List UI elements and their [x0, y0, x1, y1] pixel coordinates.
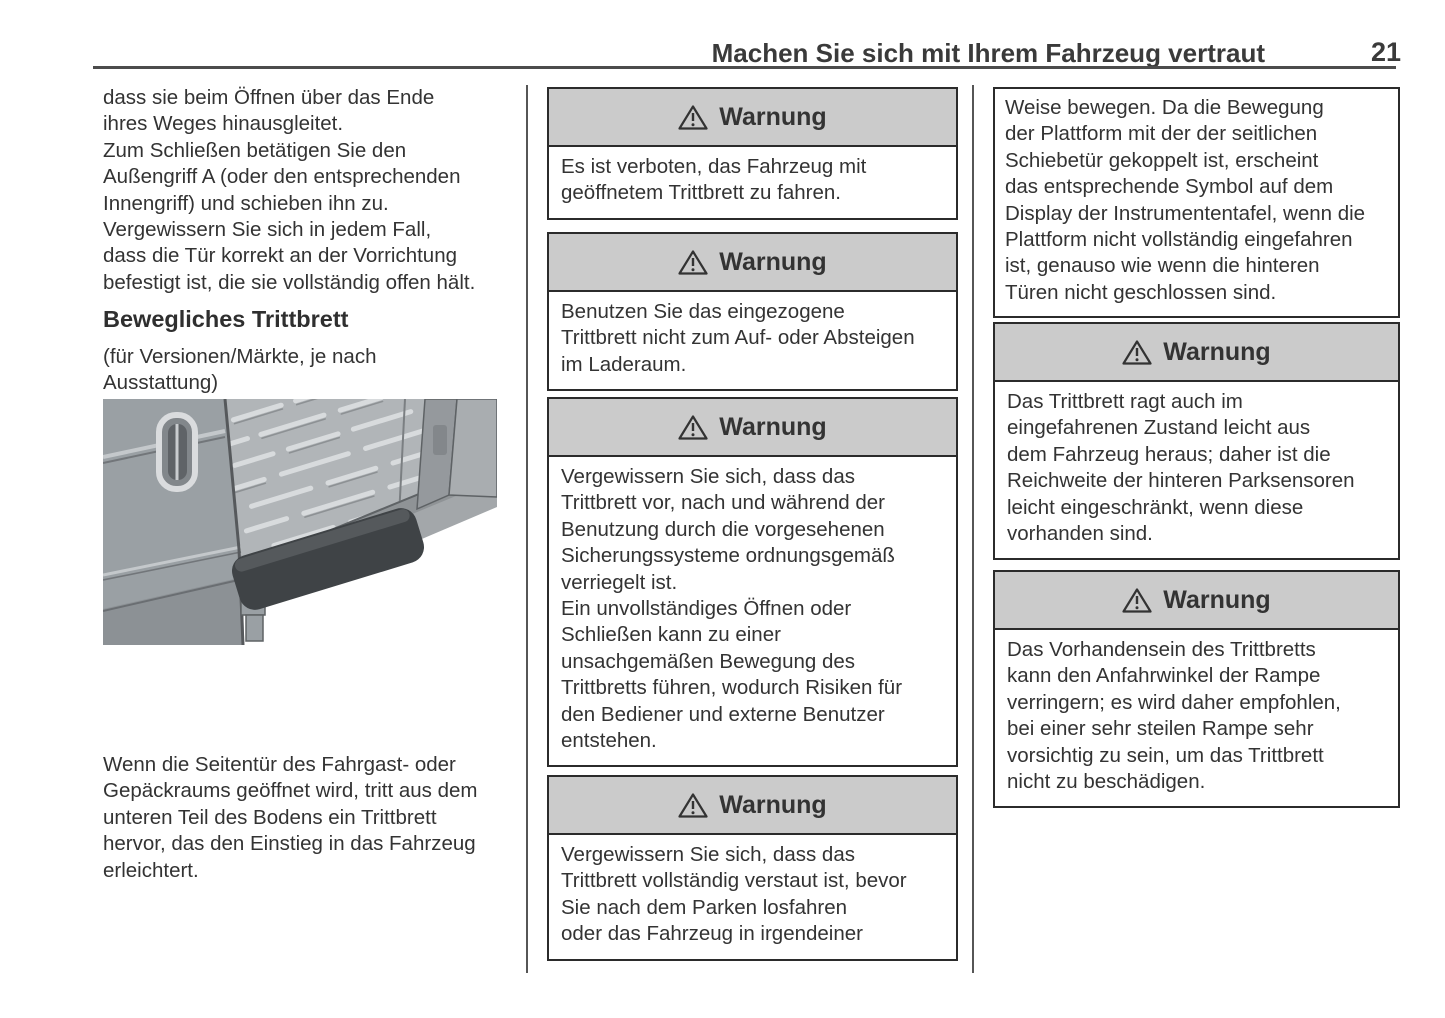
warning-text: Vergewissern Sie sich, dass das Trittbre… [561, 465, 903, 753]
warning-label: Warnung [1163, 585, 1271, 614]
warning-box: Warnung Vergewissern Sie sich, dass das … [547, 775, 958, 961]
warning-text: Benutzen Sie das eingezogene Trittbrett … [561, 300, 915, 376]
warning-triangle-icon [678, 414, 708, 440]
page-number: 21 [1370, 37, 1401, 67]
column-divider-left [526, 85, 528, 973]
left-paragraph-doors: dass sie beim Öffnen über das Ende ihres… [103, 86, 476, 294]
warning-label: Warnung [719, 412, 827, 441]
warning-text: Das Vorhandensein des Trittbretts kann d… [1007, 638, 1341, 794]
warning-header: Warnung [549, 234, 956, 292]
warning-triangle-icon [678, 104, 708, 130]
warning-box: Warnung Das Trittbrett ragt auch im eing… [993, 322, 1400, 561]
warning-label: Warnung [719, 790, 827, 819]
header-rule [93, 66, 1396, 69]
warning-header: Warnung [995, 324, 1398, 382]
warning-continuation-text: Weise bewegen. Da die Bewegung der Platt… [1005, 96, 1366, 304]
page-title: Machen Sie sich mit Ihrem Fahrzeug vertr… [711, 38, 1265, 68]
warning-text: Es ist verboten, das Fahrzeug mit geöffn… [561, 155, 867, 205]
warning-box: Warnung Das Vorhandensein des Trittbrett… [993, 570, 1400, 809]
left-paragraph-step: Wenn die Seitentür des Fahrgast- oder Ge… [103, 753, 478, 882]
warning-box: Warnung Benutzen Sie das eingezogene Tri… [547, 232, 958, 392]
warning-text: Vergewissern Sie sich, dass das Trittbre… [561, 843, 907, 946]
warning-continuation-box: Weise bewegen. Da die Bewegung der Platt… [993, 87, 1400, 319]
warning-label: Warnung [719, 247, 827, 276]
warning-triangle-icon [678, 792, 708, 818]
warning-header: Warnung [549, 89, 956, 147]
warning-triangle-icon [678, 249, 708, 275]
section-note: (für Versionen/Märkte, je nach Ausstattu… [103, 345, 377, 395]
warning-label: Warnung [719, 102, 827, 131]
vehicle-step-image [102, 398, 498, 646]
warning-header: Warnung [549, 777, 956, 835]
warning-header: Warnung [995, 572, 1398, 630]
warning-triangle-icon [1122, 587, 1152, 613]
warning-box: Warnung Es ist verboten, das Fahrzeug mi… [547, 87, 958, 220]
warning-label: Warnung [1163, 337, 1271, 366]
vehicle-step-illustration [102, 398, 498, 646]
warning-box: Warnung Vergewissern Sie sich, dass das … [547, 397, 958, 768]
warning-triangle-icon [1122, 339, 1152, 365]
warning-header: Warnung [549, 399, 956, 457]
section-heading: Bewegliches Trittbrett [103, 306, 349, 332]
warning-text: Das Trittbrett ragt auch im eingefahrene… [1007, 390, 1355, 546]
column-divider-right [972, 85, 974, 973]
